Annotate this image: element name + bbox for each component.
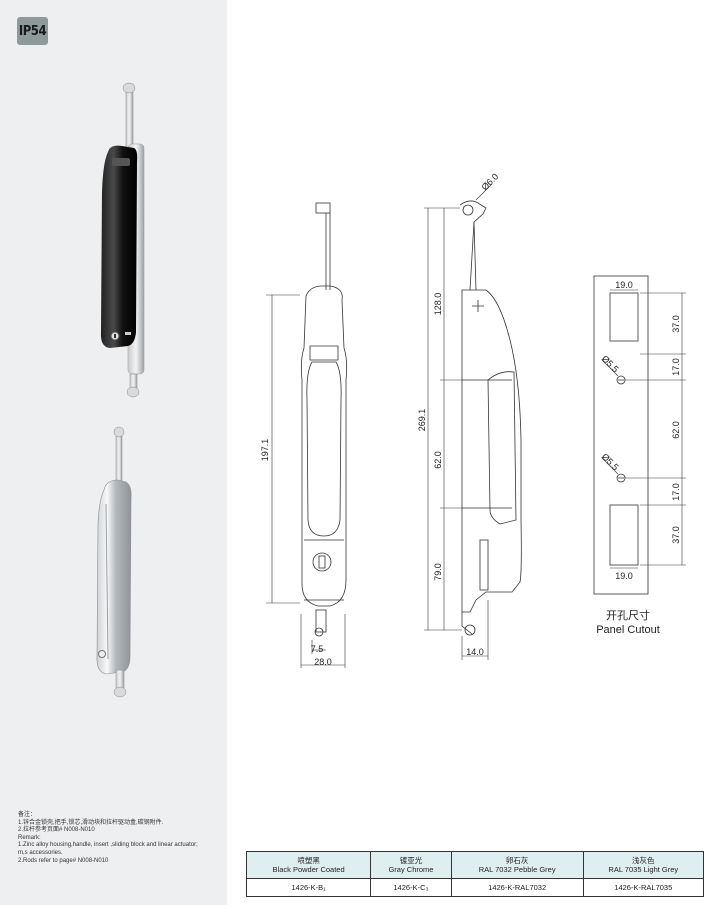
panel-cutout-label-cn: 开孔尺寸 [606, 610, 650, 622]
dim-cut-62: 62.0 [671, 421, 681, 439]
technical-drawing: 197.1 28.0 7.5 269.1 128.0 62.0 79.0 14.… [260, 171, 686, 668]
remarks-cn-title: 备注： [18, 812, 37, 818]
finish-name-cn: 卵石灰 [505, 856, 529, 865]
left-panel: IP54 备注： 1.锌合金锁壳,把手,锁芯,滑动块和拉杆驱动盒,碳钢附件. [0, 0, 227, 905]
panel-cutout-label-en: Panel Cutout [596, 624, 660, 636]
finish-name-cn: 喷塑黑 [297, 856, 320, 865]
finish-code: 1426-K-RAL7032 [450, 878, 584, 897]
remarks-en-line: 1.Zinc alloy housing,handle, insert ,sli… [18, 842, 198, 849]
finish-code: 1426-K-B₁ [245, 878, 372, 897]
dim-cut-37-top: 37.0 [671, 315, 681, 333]
dim-front-height: 197.1 [260, 439, 270, 462]
panel-cutout-view [593, 275, 649, 595]
remarks-block: 备注： 1.锌合金锁壳,把手,锁芯,滑动块和拉杆驱动盒,碳钢附件. 2.拉杆参考… [18, 812, 218, 865]
ip-rating-badge: IP54 [17, 17, 48, 45]
side-view [459, 200, 522, 636]
dim-side-bottom: 79.0 [433, 563, 443, 581]
dim-cut-w-bottom: 19.0 [615, 571, 633, 581]
dim-side-top: 128.0 [433, 293, 443, 316]
dim-cut-37-bottom: 37.0 [671, 526, 681, 544]
dim-front-width: 28.0 [314, 657, 332, 667]
remarks-cn-line: 2.拉杆参考页面# N008-N010 [18, 827, 95, 834]
front-view [300, 202, 348, 637]
remarks-en-line: 2.Rods refer to page# N008-N010 [18, 857, 109, 864]
dim-side-hole: Ø6.0 [479, 171, 500, 192]
remarks-cn-line: 1.锌合金锁壳,把手,锁芯,滑动块和拉杆驱动盒,碳钢附件. [18, 819, 164, 826]
dim-side-total: 269.1 [417, 409, 427, 432]
finish-name-en: Black Powder Coated [272, 865, 345, 874]
dim-cut-hole-1: Ø5.5 [600, 353, 621, 374]
dim-side-width: 14.0 [466, 647, 484, 657]
dim-cut-17-top: 17.0 [671, 358, 681, 376]
panel-cutout-label: 开孔尺寸 Panel Cutout [588, 609, 668, 637]
finish-code: 1426-K-RAL7035 [582, 878, 705, 897]
chrome-handle-photo [96, 426, 132, 698]
black-handle-photo [100, 82, 145, 398]
dim-cut-hole-2: Ø5.5 [600, 451, 621, 472]
finish-name-cn: 镀亚光 [399, 856, 423, 865]
finish-name-cn: 浅灰色 [632, 856, 655, 865]
dim-front-small: 7.5 [311, 644, 324, 654]
finish-code: 1426-K-C₃ [370, 878, 452, 897]
dim-cut-w-top: 19.0 [615, 280, 633, 290]
finish-name-en: RAL 7035 Light Grey [608, 865, 679, 874]
dim-cut-17-bottom: 17.0 [671, 483, 681, 501]
finish-table-code-row: 1426-K-B₁ 1426-K-C₃ 1426-K-RAL7032 1426-… [245, 878, 705, 897]
dim-side-mid: 62.0 [433, 451, 443, 469]
remarks-en-title: Remark: [18, 834, 41, 841]
finish-name-en: Gray Chrome [388, 865, 434, 874]
remarks-en-line: m,s accessories. [18, 849, 63, 856]
finish-name-en: RAL 7032 Pebble Grey [478, 865, 556, 874]
